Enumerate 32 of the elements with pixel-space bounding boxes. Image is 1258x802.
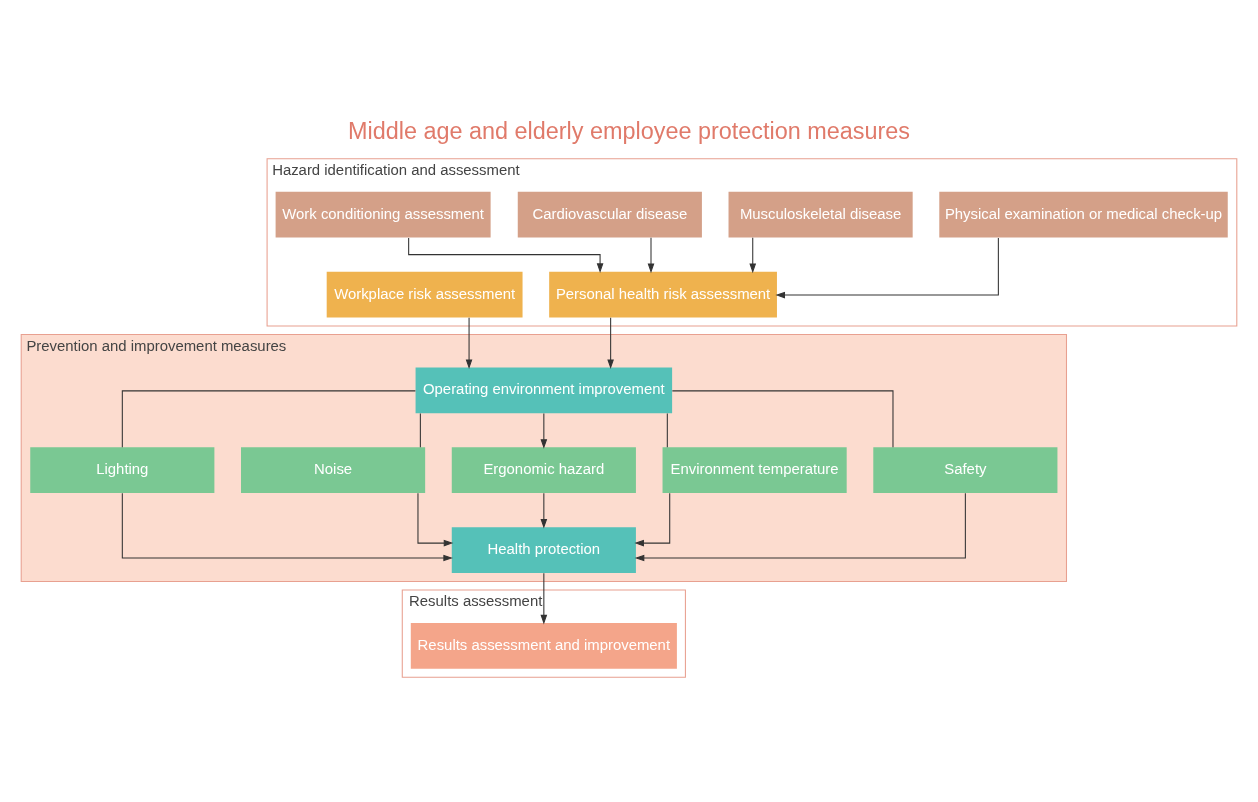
node-box: Noise bbox=[241, 447, 426, 494]
connector bbox=[121, 390, 416, 448]
node-box: Results assessment and improvement bbox=[410, 622, 677, 669]
arrow bbox=[607, 317, 614, 369]
node-box: Personal health risk assessment bbox=[549, 271, 777, 318]
arrow bbox=[540, 492, 548, 529]
arrow bbox=[540, 412, 548, 449]
node-box: Physical examination or medical check-up bbox=[939, 191, 1228, 238]
node-box: Environment temperature bbox=[662, 447, 847, 494]
node-box: Health protection bbox=[451, 527, 636, 573]
arrow bbox=[121, 492, 453, 562]
arrow bbox=[417, 492, 454, 547]
node-box: Musculoskeletal disease bbox=[728, 191, 913, 238]
node-box: Work conditioning assessment bbox=[275, 191, 491, 238]
arrow bbox=[634, 492, 966, 562]
arrow bbox=[634, 492, 671, 547]
connector bbox=[671, 390, 894, 448]
node-box: Operating environment improvement bbox=[415, 367, 673, 414]
arrow bbox=[465, 317, 473, 369]
node-box: Workplace risk assessment bbox=[326, 271, 523, 318]
node-box: Lighting bbox=[30, 447, 215, 494]
arrow bbox=[647, 237, 655, 274]
arrow bbox=[749, 237, 757, 274]
connector bbox=[419, 412, 421, 448]
arrow bbox=[775, 237, 999, 299]
node-box: Ergonomic hazard bbox=[451, 447, 636, 494]
node-box: Safety bbox=[873, 447, 1058, 494]
arrow bbox=[408, 237, 604, 273]
node-box: Cardiovascular disease bbox=[517, 191, 702, 238]
arrow bbox=[540, 572, 548, 625]
diagram-title: Middle age and elderly employee protection measures bbox=[347, 118, 911, 145]
connector bbox=[666, 412, 668, 448]
